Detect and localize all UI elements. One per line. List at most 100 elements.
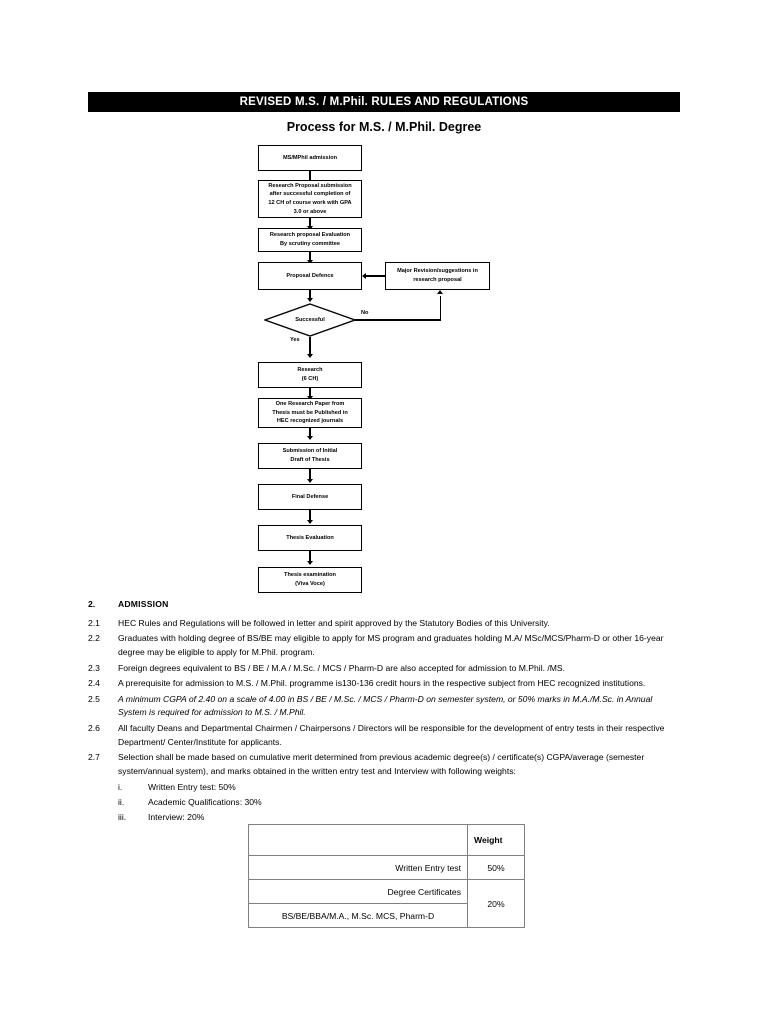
flow-node-thesis-examination-line1: Thesis examination xyxy=(284,572,336,579)
clause-2-1-text: HEC Rules and Regulations will be follow… xyxy=(118,617,550,628)
flow-arrowhead-revision-to-defence xyxy=(362,272,366,279)
table-cell-degree-list: BS/BE/BBA/M.A., M.Sc. MCS, Pharm-D xyxy=(248,903,468,928)
flow-arrowhead-9 xyxy=(306,561,313,565)
flow-connector-4 xyxy=(309,290,311,300)
flow-arrowhead-4 xyxy=(306,298,313,302)
table-cell-written-entry-weight: 50% xyxy=(467,855,525,880)
flow-node-thesis-evaluation-label: Thesis Evaluation xyxy=(286,534,334,541)
clause-2-6-text: All faculty Deans and Departmental Chair… xyxy=(118,722,665,747)
sub-item-iii-text: Interview: 20% xyxy=(148,812,205,823)
clause-2-7-text: Selection shall be made based on cumulat… xyxy=(118,752,645,777)
flow-node-major-revision: Major Revision/suggestions in research p… xyxy=(385,262,490,290)
clause-2-1-number: 2.1 xyxy=(88,617,100,628)
flow-node-thesis-examination: Thesis examination (Viva Voce) xyxy=(258,567,362,593)
clause-2-7-sub-list: i. Written Entry test: 50% ii. Academic … xyxy=(118,781,682,826)
clause-2-5-text: A minimum CGPA of 2.40 on a scale of 4.0… xyxy=(118,693,653,718)
flow-arrowhead-yes xyxy=(306,354,313,358)
diamond-shape xyxy=(264,303,356,337)
flow-edge-label-yes: Yes xyxy=(290,337,300,343)
flow-node-thesis-examination-line2: (Viva Voce) xyxy=(295,581,325,587)
clause-2-3-number: 2.3 xyxy=(88,662,100,673)
sub-item-i-text: Written Entry test: 50% xyxy=(148,781,236,792)
flow-node-research-line2: (6 CH) xyxy=(301,376,319,382)
clause-2-3: 2.3 Foreign degrees equivalent to BS / B… xyxy=(88,662,682,676)
sub-item-ii-text: Academic Qualifications: 30% xyxy=(148,796,262,807)
flow-connector-9 xyxy=(309,551,311,563)
flow-node-proposal-evaluation-line1: Research proposal Evaluation xyxy=(269,232,351,239)
page-title: REVISED M.S. / M.Phil. RULES AND REGULAT… xyxy=(239,96,529,108)
flow-arrowhead-8 xyxy=(306,520,313,524)
flow-node-successful-decision: Successful xyxy=(264,303,356,337)
flow-connector-6 xyxy=(309,428,311,438)
section-number: 2. xyxy=(88,599,96,609)
table-row: Degree Certificates 20% xyxy=(248,879,525,928)
flow-node-research-paper-line1: One Research Paper from xyxy=(275,401,345,408)
page-subtitle: Process for M.S. / M.Phil. Degree xyxy=(286,120,482,134)
clause-2-2-number: 2.2 xyxy=(88,633,100,644)
clause-2-7-number: 2.7 xyxy=(88,752,100,763)
flow-node-research-paper-line2: Thesis must be Published in xyxy=(272,409,348,416)
sub-item-iii-marker: iii. xyxy=(118,812,127,823)
flow-node-major-revision-line1: Major Revision/suggestions in xyxy=(397,268,478,275)
flow-arrowhead-7 xyxy=(306,479,313,483)
flow-connector-revision-to-defence xyxy=(366,275,385,277)
flow-arrowhead-6 xyxy=(306,436,313,440)
flow-node-final-defense-label: Final Defense xyxy=(291,493,329,500)
clause-2-6: 2.6 All faculty Deans and Departmental C… xyxy=(88,722,682,750)
flow-arrowhead-no xyxy=(437,290,444,294)
clause-2-2-text: Graduates with holding degree of BS/BE m… xyxy=(118,633,664,658)
flow-connector-2 xyxy=(309,218,311,228)
flow-node-research-paper-line3: HEC recognized journals xyxy=(276,418,344,425)
section-title: ADMISSION xyxy=(118,599,169,609)
flow-connector-no-horizontal xyxy=(355,319,441,321)
flow-node-proposal-submission: Research Proposal submission after succe… xyxy=(258,180,362,218)
sub-item-ii: ii. Academic Qualifications: 30% xyxy=(118,796,682,810)
admission-section: 2. ADMISSION 2.1 HEC Rules and Regulatio… xyxy=(88,598,682,827)
clause-2-7: 2.7 Selection shall be made based on cum… xyxy=(88,751,682,779)
section-heading: 2. ADMISSION xyxy=(88,598,682,612)
flow-node-proposal-submission-line4: 3.0 or above xyxy=(293,208,327,215)
table-cell-degree-certificates: Degree Certificates xyxy=(248,879,468,904)
flow-node-initial-draft: Submission of Initial Draft of Thesis xyxy=(258,443,362,469)
clause-2-4-text: A prerequisite for admission to M.S. / M… xyxy=(118,678,646,689)
flow-node-initial-draft-line2: Draft of Thesis xyxy=(290,457,330,463)
table-row: BS/BE/BBA/M.A., M.Sc. MCS, Pharm-D xyxy=(248,903,525,928)
flow-connector-8 xyxy=(309,510,311,522)
table-cell-header-blank xyxy=(248,824,468,856)
flow-connector-1 xyxy=(309,171,311,182)
clause-2-2: 2.2 Graduates with holding degree of BS/… xyxy=(88,632,682,660)
weights-table: Weight Written Entry test 50% Degree Cer… xyxy=(248,824,525,928)
flow-node-final-defense: Final Defense xyxy=(258,484,362,510)
flow-node-proposal-defence: Proposal Defence xyxy=(258,262,362,290)
flow-connector-3 xyxy=(309,252,311,262)
clause-2-1: 2.1 HEC Rules and Regulations will be fo… xyxy=(88,617,682,631)
table-row: Written Entry test 50% xyxy=(248,855,525,880)
flow-node-research-line1: Research xyxy=(297,367,323,374)
flow-node-admission-label: MS/MPhil admission xyxy=(282,154,338,161)
flow-node-major-revision-line2: research proposal xyxy=(413,277,462,283)
flow-node-thesis-evaluation: Thesis Evaluation xyxy=(258,525,362,551)
table-cell-header-weight: Weight xyxy=(467,824,525,856)
flow-node-proposal-submission-line2: after successful completion of xyxy=(269,191,351,198)
flow-connector-7 xyxy=(309,469,311,481)
clause-2-4-number: 2.4 xyxy=(88,678,100,689)
table-row-header: Weight xyxy=(248,824,525,856)
flow-node-proposal-evaluation: Research proposal Evaluation By scrutiny… xyxy=(258,228,362,252)
clause-2-4: 2.4 A prerequisite for admission to M.S.… xyxy=(88,677,682,691)
flow-connector-no-vertical xyxy=(439,296,441,320)
flow-node-successful-label: Successful xyxy=(295,317,325,323)
sub-item-ii-marker: ii. xyxy=(118,796,125,807)
clause-2-5-number: 2.5 xyxy=(88,693,100,704)
sub-item-iii: iii. Interview: 20% xyxy=(118,811,682,825)
flow-node-proposal-submission-line3: 12 CH of course work with GPA xyxy=(268,200,352,206)
flow-node-research: Research (6 CH) xyxy=(258,362,362,388)
flow-connector-5 xyxy=(309,388,311,398)
table-cell-degree-weight: 20% xyxy=(467,879,525,928)
flow-node-initial-draft-line1: Submission of Initial xyxy=(282,448,338,455)
flow-node-proposal-defence-label: Proposal Defence xyxy=(286,272,334,279)
sub-item-i: i. Written Entry test: 50% xyxy=(118,781,682,795)
clause-2-3-text: Foreign degrees equivalent to BS / BE / … xyxy=(118,662,566,673)
sub-item-i-marker: i. xyxy=(118,781,123,792)
clause-2-5: 2.5 A minimum CGPA of 2.40 on a scale of… xyxy=(88,693,682,721)
